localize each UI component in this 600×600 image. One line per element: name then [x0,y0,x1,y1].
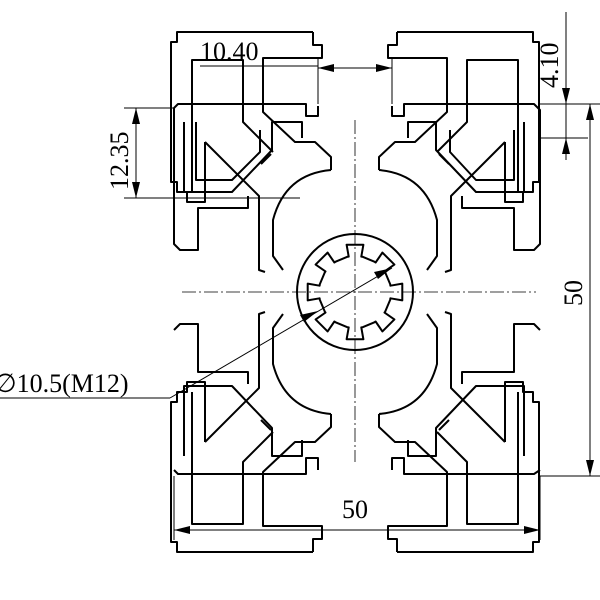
dimension-slot-depth-label: 12.35 [105,132,134,191]
dimension-slot-width-label: 10.40 [200,37,259,66]
dimension-bore: ∅10.5(M12) [0,267,393,399]
slot-inner-walls [183,121,525,457]
profile-outer-edge [173,103,541,475]
profile-quadrant-bottom-left [170,311,332,553]
dimension-height: 50 [540,103,600,477]
dimension-slot-width: 10.40 [200,37,393,104]
dimension-bore-label: ∅10.5(M12) [0,369,129,398]
dimension-width: 50 [173,476,541,540]
dimension-height-label: 50 [559,280,588,306]
dimension-lip-thickness-label: 4.10 [535,43,564,89]
dimension-lip-thickness: 4.10 [535,12,588,160]
dimension-width-label: 50 [342,495,368,524]
dimension-slot-depth: 12.35 [105,107,300,199]
splined-bore [306,243,404,341]
